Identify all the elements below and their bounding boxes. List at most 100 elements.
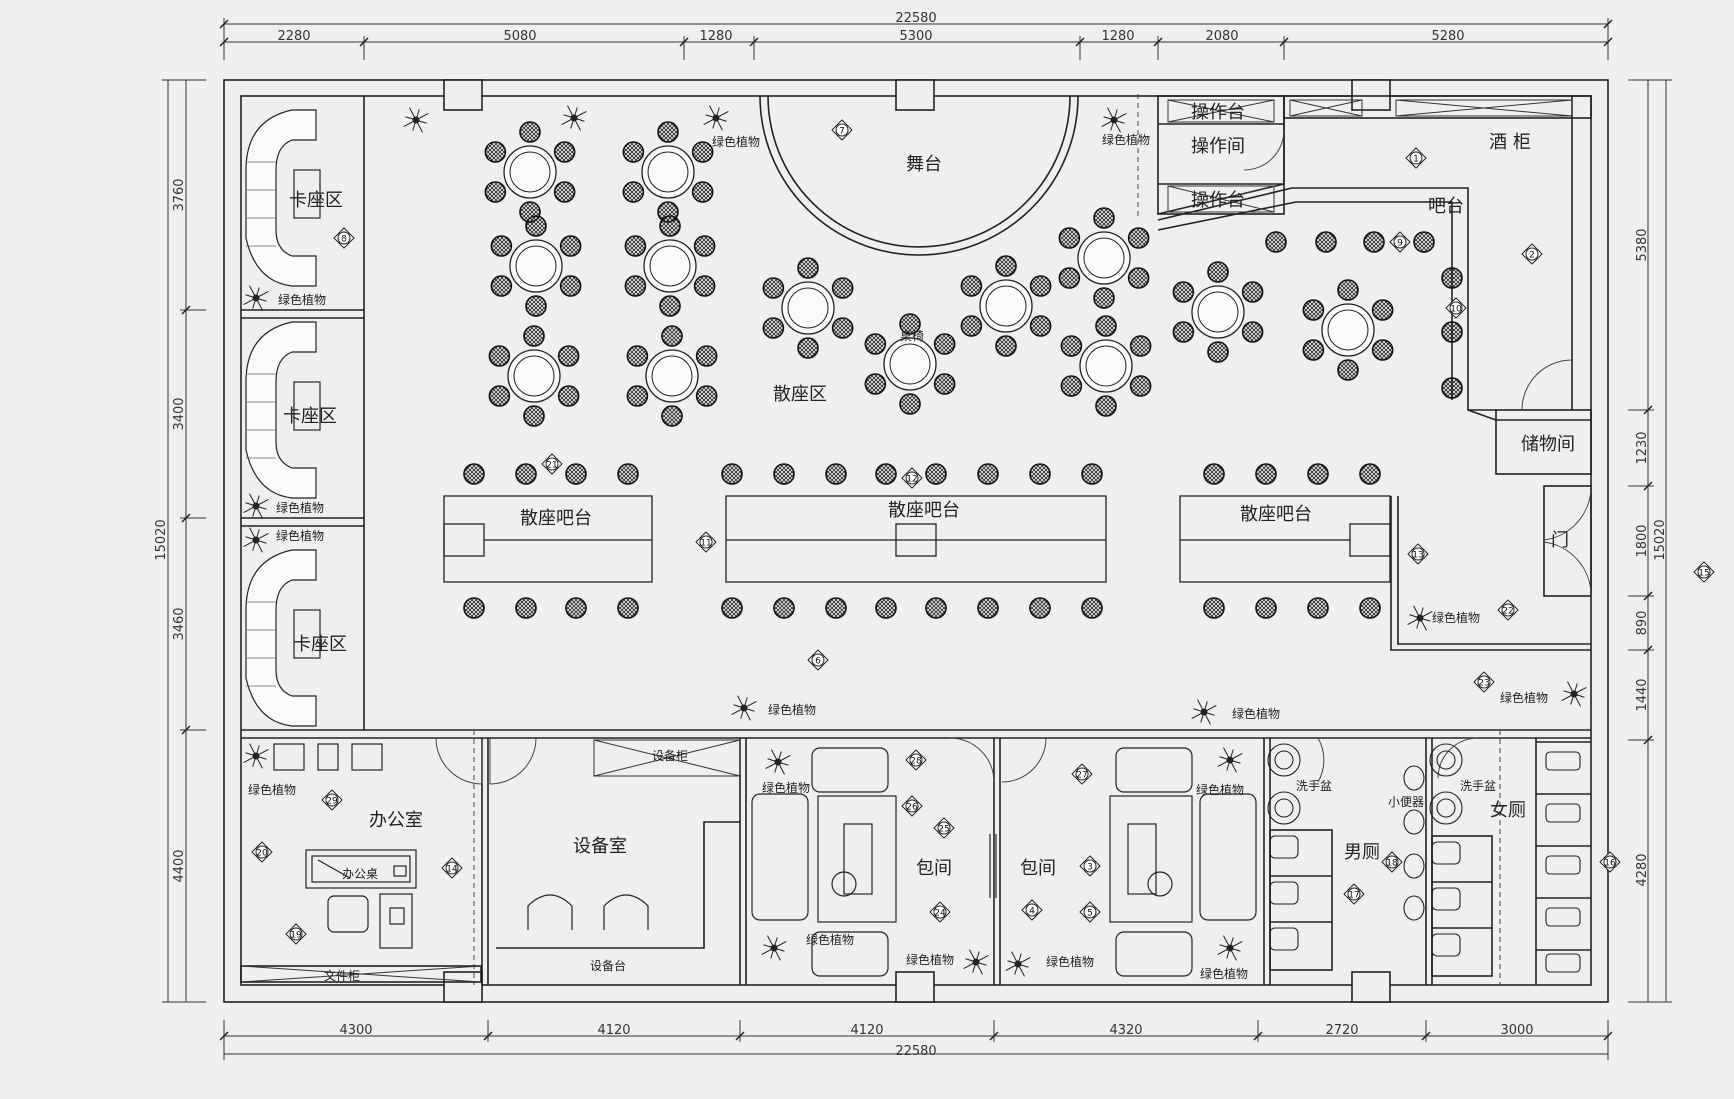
marker-16: 16 xyxy=(1599,851,1621,873)
round-table xyxy=(1172,261,1264,363)
stool xyxy=(1172,281,1195,303)
round-table xyxy=(1058,207,1150,309)
marker-27: 27 xyxy=(1071,763,1093,785)
marker-6: 6 xyxy=(807,649,829,671)
wash-basin-icon xyxy=(1267,791,1301,825)
toilet-icon xyxy=(1269,881,1299,905)
stool xyxy=(617,597,639,619)
room-stage-label: 舞台 xyxy=(906,154,942,175)
svg-text:3: 3 xyxy=(1087,863,1093,873)
svg-text:16: 16 xyxy=(1604,859,1616,869)
room-womens-toilet-label: 女厕 xyxy=(1490,800,1526,821)
stool xyxy=(1441,267,1463,289)
stool xyxy=(657,121,679,143)
stool xyxy=(762,277,785,299)
room-storage-label: 储物间 xyxy=(1521,434,1575,455)
cabinets xyxy=(240,99,1573,983)
stool xyxy=(463,463,485,485)
stool xyxy=(1081,597,1103,619)
round-table xyxy=(624,215,716,317)
urinal-icon xyxy=(1403,895,1425,921)
room-office-label: 办公室 xyxy=(369,810,423,831)
plant-icon xyxy=(731,695,757,721)
stool xyxy=(1363,231,1385,253)
stool xyxy=(565,463,587,485)
stool xyxy=(617,463,639,485)
svg-text:11: 11 xyxy=(700,539,711,549)
stool xyxy=(1093,287,1115,309)
plant-label: 绿色植物 xyxy=(1232,706,1280,721)
marker-11: 11 xyxy=(695,531,717,553)
dim-bottom-2: 4120 xyxy=(597,1023,630,1038)
loose-bar-3-label: 散座吧台 xyxy=(1240,504,1312,525)
stool xyxy=(624,235,647,257)
separator-dashed xyxy=(473,94,1501,985)
stool xyxy=(1029,315,1052,337)
plant-label: 绿色植物 xyxy=(276,528,324,543)
room-loose-seat-label: 散座区 xyxy=(773,384,827,405)
marker-25: 25 xyxy=(933,817,955,839)
plant-icon xyxy=(403,107,429,133)
stool xyxy=(1413,231,1435,253)
stool xyxy=(515,597,537,619)
dim-right-2: 1230 xyxy=(1635,431,1650,464)
svg-text:21: 21 xyxy=(546,461,557,471)
stool xyxy=(693,235,716,257)
toilet-icon xyxy=(1545,855,1581,875)
svg-text:25: 25 xyxy=(938,825,949,835)
stool xyxy=(773,597,795,619)
office-furniture xyxy=(273,743,649,949)
wash-basin-label: 洗手盆 xyxy=(1296,779,1332,793)
plant-label: 绿色植物 xyxy=(1046,954,1094,969)
stool xyxy=(626,385,649,407)
stool xyxy=(1060,335,1083,357)
round-table xyxy=(484,121,576,223)
stool xyxy=(1029,275,1052,297)
plant-icon xyxy=(1407,605,1433,631)
urinal-icon xyxy=(1403,765,1425,791)
urinal-icon xyxy=(1403,809,1425,835)
stool xyxy=(825,463,847,485)
marker-8: 8 xyxy=(333,227,355,249)
bar-stools xyxy=(463,231,1463,619)
stool xyxy=(1029,597,1051,619)
stool xyxy=(1441,321,1463,343)
loose-bar-counters xyxy=(443,495,1391,583)
plant-icon xyxy=(243,743,269,769)
stool xyxy=(1058,227,1081,249)
svg-text:10: 10 xyxy=(1450,305,1462,315)
toilet-icon xyxy=(1545,803,1581,823)
stool xyxy=(1203,463,1225,485)
stool xyxy=(831,277,854,299)
plants xyxy=(243,105,1587,977)
stool xyxy=(995,255,1017,277)
sanitary-fixtures xyxy=(1267,743,1581,973)
marker-24: 24 xyxy=(929,901,951,923)
round-table xyxy=(1302,279,1394,381)
stool xyxy=(1307,597,1329,619)
toilet-icon xyxy=(1545,953,1581,973)
dim-top-1: 2280 xyxy=(277,29,310,44)
stool xyxy=(875,597,897,619)
stool xyxy=(721,597,743,619)
round-table xyxy=(864,313,956,415)
plant-label: 绿色植物 xyxy=(1500,690,1548,705)
stool xyxy=(1081,463,1103,485)
stool xyxy=(899,313,921,335)
plant-icon xyxy=(1005,951,1031,977)
svg-text:28: 28 xyxy=(910,757,922,767)
stool xyxy=(490,275,513,297)
marker-28: 28 xyxy=(905,749,927,771)
marker-5: 5 xyxy=(1079,901,1101,923)
door-swings[interactable] xyxy=(435,129,1592,785)
stool xyxy=(557,385,580,407)
plant-label: 绿色植物 xyxy=(1196,782,1244,797)
svg-text:6: 6 xyxy=(815,657,821,667)
stool xyxy=(1095,315,1117,337)
toilet-icon xyxy=(1431,841,1461,865)
stool xyxy=(523,325,545,347)
svg-text:24: 24 xyxy=(934,909,946,919)
booth-sofa xyxy=(245,321,321,499)
toilet-icon xyxy=(1431,887,1461,911)
